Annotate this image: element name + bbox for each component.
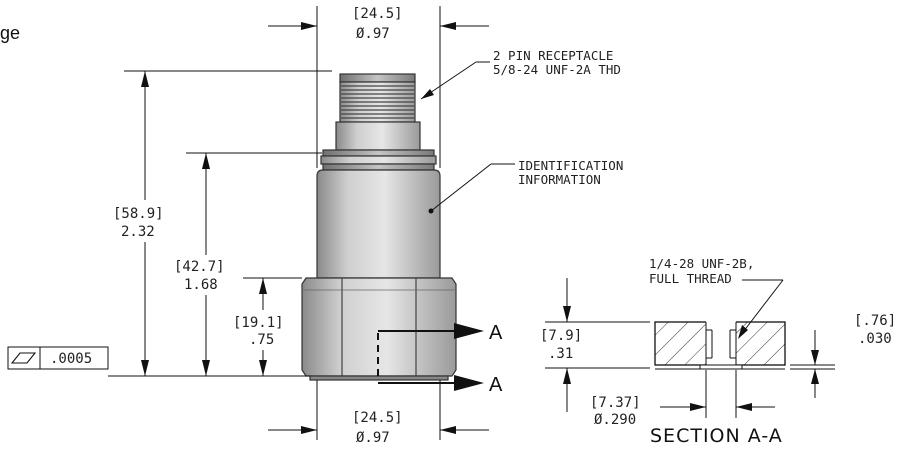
- hex-height-mm: [19.1]: [233, 315, 284, 331]
- section-cut-line: A A: [377, 322, 503, 396]
- flatness-value: .0005: [50, 351, 92, 367]
- recess-in: .030: [858, 331, 892, 347]
- hex-height-dim: [19.1] .75: [232, 277, 302, 376]
- ident-note-line1: IDENTIFICATION: [518, 158, 623, 173]
- section-height-dim: [7.9] .31: [540, 278, 650, 412]
- connector-note-line2: 5/8-24 UNF-2A THD: [493, 62, 621, 77]
- base-face: [309, 375, 449, 381]
- bottom-diameter-dim: [24.5] Ø.97: [268, 380, 489, 446]
- thread-note-line2: FULL THREAD: [649, 271, 732, 286]
- overall-height-mm: [58.9]: [113, 206, 164, 222]
- connector-cap: [339, 73, 416, 83]
- collar-ring-1: [322, 149, 435, 157]
- thread-lines: [341, 85, 414, 119]
- section-marker-top: A: [489, 322, 503, 344]
- body-height-dim: [42.7] 1.68: [172, 152, 322, 376]
- identification-note: IDENTIFICATION INFORMATION: [430, 158, 623, 212]
- top-dia-mm: [24.5]: [352, 6, 403, 22]
- thread-note-line1: 1/4-28 UNF-2B,: [649, 256, 754, 271]
- section-recess: [699, 364, 743, 370]
- overall-height-in: 2.32: [121, 224, 155, 240]
- sensor-housing: [316, 169, 441, 279]
- body-height-mm: [42.7]: [174, 259, 225, 275]
- hex-height-in: .75: [249, 332, 274, 348]
- page-fragment-text: ge: [0, 23, 20, 43]
- collar-ring-2: [320, 155, 437, 165]
- section-title: SECTION A-A: [650, 425, 783, 447]
- hex-base: [301, 277, 457, 377]
- flatness-icon: [10, 352, 37, 364]
- collar-ring-3: [322, 163, 435, 171]
- section-bore: [706, 321, 736, 366]
- section-height-in: .31: [548, 346, 573, 362]
- overall-height-dim: [58.9] 2.32: [112, 70, 332, 376]
- body-height-in: 1.68: [184, 277, 218, 293]
- top-diameter-dim: [24.5] Ø.97: [268, 6, 489, 168]
- bore-diameter-dim: [7.37] Ø.290: [590, 370, 775, 428]
- section-marker-bottom: A: [489, 374, 503, 396]
- connector-note: 2 PIN RECEPTACLE 5/8-24 UNF-2A THD: [420, 48, 621, 100]
- section-view: [654, 321, 786, 370]
- recess-dim: [.76] .030: [790, 313, 896, 398]
- connector-note-line1: 2 PIN RECEPTACLE: [493, 48, 613, 63]
- ident-note-line2: INFORMATION: [518, 172, 601, 187]
- baseline: .0005: [7, 346, 310, 377]
- section-height-mm: [7.9]: [540, 328, 582, 344]
- connector-neck: [335, 121, 421, 151]
- bottom-dia-in: Ø.97: [356, 430, 390, 446]
- bore-dia-in: Ø.290: [594, 412, 636, 428]
- thread-note: 1/4-28 UNF-2B, FULL THREAD: [649, 256, 784, 339]
- bore-dia-mm: [7.37]: [590, 395, 641, 411]
- recess-mm: [.76]: [854, 313, 896, 329]
- bottom-dia-mm: [24.5]: [352, 410, 403, 426]
- sensor-side-view: [301, 73, 457, 381]
- top-dia-in: Ø.97: [356, 26, 390, 42]
